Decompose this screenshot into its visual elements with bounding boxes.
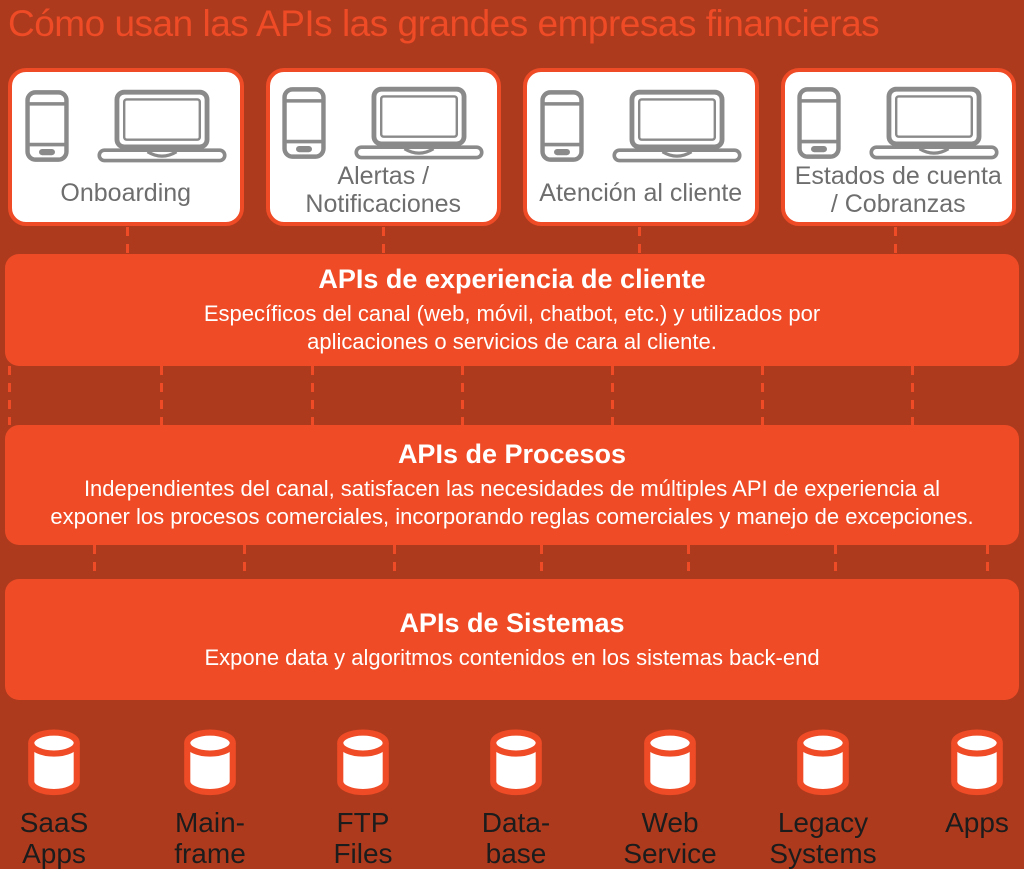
database-cylinder-icon: [949, 728, 1005, 800]
connector-dashed-line: [382, 227, 385, 253]
backend-system-legacy-systems: Legacy Systems: [750, 728, 896, 869]
smartphone-icon: [539, 88, 585, 164]
connector-dashed-line: [243, 545, 246, 579]
connector-dashed-line: [126, 227, 129, 253]
smartphone-icon: [281, 85, 327, 161]
connector-dashed-line: [638, 227, 641, 253]
database-cylinder-icon: [182, 728, 238, 800]
laptop-icon: [868, 86, 1000, 160]
backend-system-label: Web Service: [623, 807, 717, 869]
connector-dashed-line: [986, 545, 989, 579]
connector-dashed-line: [8, 366, 11, 425]
connector-dashed-line: [894, 227, 897, 253]
backend-system-label: SaaS Apps: [19, 807, 89, 869]
database-cylinder-icon: [335, 728, 391, 800]
backend-system-web-service: Web Service: [597, 728, 743, 869]
connector-dashed-line: [911, 366, 914, 425]
backend-system-ftp-files: FTP Files: [290, 728, 436, 869]
backend-system-label: Data- base: [481, 807, 551, 869]
laptop-icon: [611, 89, 743, 163]
channel-card-label: Atención al cliente: [539, 179, 743, 207]
channel-card-label: Onboarding: [60, 179, 192, 207]
api-band-experiencia-cliente: APIs de experiencia de cliente Específic…: [5, 254, 1019, 366]
backend-system-label: Apps: [945, 807, 1009, 838]
band-description: Independientes del canal, satisfacen las…: [50, 476, 974, 529]
database-cylinder-icon: [642, 728, 698, 800]
smartphone-icon: [796, 85, 842, 161]
channel-card-estados-de-cuenta: Estados de cuenta / Cobranzas: [780, 68, 1016, 226]
connector-dashed-line: [160, 366, 163, 425]
connector-dashed-line: [540, 545, 543, 579]
api-band-procesos: APIs de Procesos Independientes del cana…: [5, 425, 1019, 545]
channel-cards-row: Onboarding Alertas / Notificaciones Aten…: [8, 68, 1016, 226]
band-description: Específicos del canal (web, móvil, chatb…: [203, 301, 821, 354]
channel-card-onboarding: Onboarding: [8, 68, 244, 226]
device-icons: [281, 84, 485, 162]
device-icons: [24, 84, 228, 168]
connector-dashed-line: [93, 545, 96, 579]
connector-dashed-line: [311, 366, 314, 425]
page-title: Cómo usan las APIs las grandes empresas …: [8, 3, 880, 44]
connector-dashed-line: [611, 366, 614, 425]
backend-system-mainframe: Main- frame: [137, 728, 283, 869]
channel-card-alertas-notificaciones: Alertas / Notificaciones: [265, 68, 501, 226]
database-cylinder-icon: [795, 728, 851, 800]
backend-system-label: Main- frame: [174, 807, 246, 869]
connector-dashed-line: [761, 366, 764, 425]
backend-system-label: Legacy Systems: [769, 807, 877, 869]
smartphone-icon: [24, 88, 70, 164]
backend-system-database: Data- base: [443, 728, 589, 869]
connector-dashed-line: [461, 366, 464, 425]
device-icons: [796, 84, 1000, 162]
backend-system-saas-apps: SaaS Apps: [0, 728, 127, 869]
band-title: APIs de experiencia de cliente: [318, 264, 706, 294]
device-icons: [539, 84, 743, 168]
laptop-icon: [353, 86, 485, 160]
band-title: APIs de Sistemas: [399, 607, 625, 638]
channel-card-atencion-al-cliente: Atención al cliente: [523, 68, 759, 226]
band-description: Expone data y algoritmos contenidos en l…: [204, 644, 820, 670]
laptop-icon: [96, 89, 228, 163]
backend-system-apps: Apps: [904, 728, 1024, 838]
database-cylinder-icon: [26, 728, 82, 800]
connector-dashed-line: [393, 545, 396, 579]
database-cylinder-icon: [488, 728, 544, 800]
channel-card-label: Alertas / Notificaciones: [305, 162, 462, 218]
connector-dashed-line: [834, 545, 837, 579]
band-title: APIs de Procesos: [397, 439, 627, 469]
api-band-sistemas: APIs de Sistemas Expone data y algoritmo…: [5, 579, 1019, 700]
channel-card-label: Estados de cuenta / Cobranzas: [794, 162, 1002, 218]
backend-system-label: FTP Files: [333, 807, 393, 869]
connector-dashed-line: [687, 545, 690, 579]
